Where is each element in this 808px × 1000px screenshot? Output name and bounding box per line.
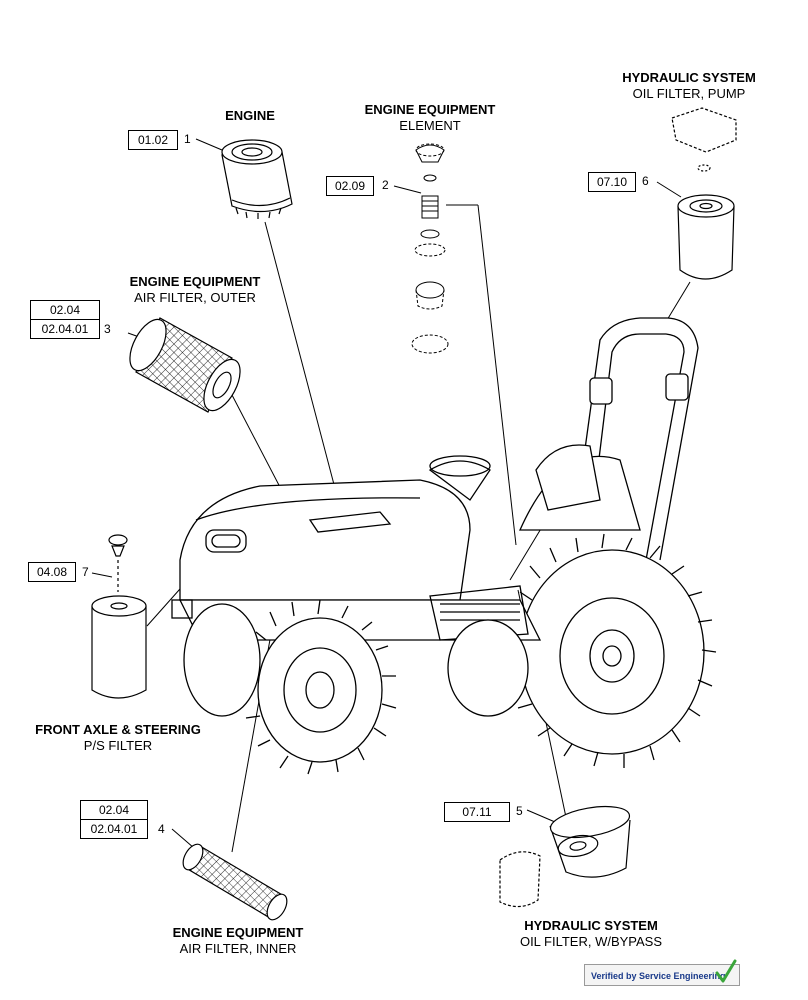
engine-heading: ENGINE <box>225 108 275 123</box>
ref-box-air-outer-2[interactable]: 02.04.01 <box>30 319 100 339</box>
callout-number-1: 1 <box>184 132 191 146</box>
element-heading: ENGINE EQUIPMENT <box>364 102 496 117</box>
callout-number-7: 7 <box>82 565 89 579</box>
element-subheading: ELEMENT <box>399 118 461 133</box>
tractor-drawing <box>171 317 717 775</box>
hydraulic-pump-filter-drawing <box>671 107 737 280</box>
callout-number-6: 6 <box>642 174 649 188</box>
callout-number-2: 2 <box>382 178 389 192</box>
callout-number-5: 5 <box>516 804 523 818</box>
air-outer-subheading: AIR FILTER, OUTER <box>134 290 256 305</box>
verified-badge-label: Verified by Service Engineering <box>591 971 726 981</box>
air-inner-heading: ENGINE EQUIPMENT <box>172 925 304 940</box>
callout-number-3: 3 <box>104 322 111 336</box>
air-filter-inner-drawing <box>182 843 288 921</box>
checkmark-icon <box>715 959 737 983</box>
air-inner-subheading: AIR FILTER, INNER <box>179 941 297 956</box>
hyd-pump-heading: HYDRAULIC SYSTEM <box>622 70 756 85</box>
verified-badge: Verified by Service Engineering <box>584 959 740 986</box>
air-filter-outer-drawing <box>129 317 241 413</box>
callout-number-4: 4 <box>158 822 165 836</box>
ps-filter-subheading: P/S FILTER <box>83 738 153 753</box>
ref-box-ps-filter[interactable]: 04.08 <box>28 562 76 582</box>
ps-filter-drawing <box>91 534 147 699</box>
engine-element-drawing <box>411 143 449 354</box>
hyd-bypass-subheading: OIL FILTER, W/BYPASS <box>519 934 663 949</box>
ref-box-air-inner-1[interactable]: 02.04 <box>80 800 148 820</box>
ref-box-air-inner-2[interactable]: 02.04.01 <box>80 819 148 839</box>
ref-box-element[interactable]: 02.09 <box>326 176 374 196</box>
hyd-bypass-heading: HYDRAULIC SYSTEM <box>524 918 658 933</box>
ref-box-hyd-bypass[interactable]: 07.11 <box>444 802 510 822</box>
hyd-pump-subheading: OIL FILTER, PUMP <box>632 86 746 101</box>
ref-box-engine[interactable]: 01.02 <box>128 130 178 150</box>
ps-filter-heading: FRONT AXLE & STEERING <box>35 722 201 737</box>
engine-oil-filter-drawing <box>221 139 293 219</box>
hydraulic-bypass-filter-drawing <box>499 805 631 908</box>
air-outer-heading: ENGINE EQUIPMENT <box>129 274 261 289</box>
ref-box-hyd-pump[interactable]: 07.10 <box>588 172 636 192</box>
ref-box-air-outer-1[interactable]: 02.04 <box>30 300 100 320</box>
